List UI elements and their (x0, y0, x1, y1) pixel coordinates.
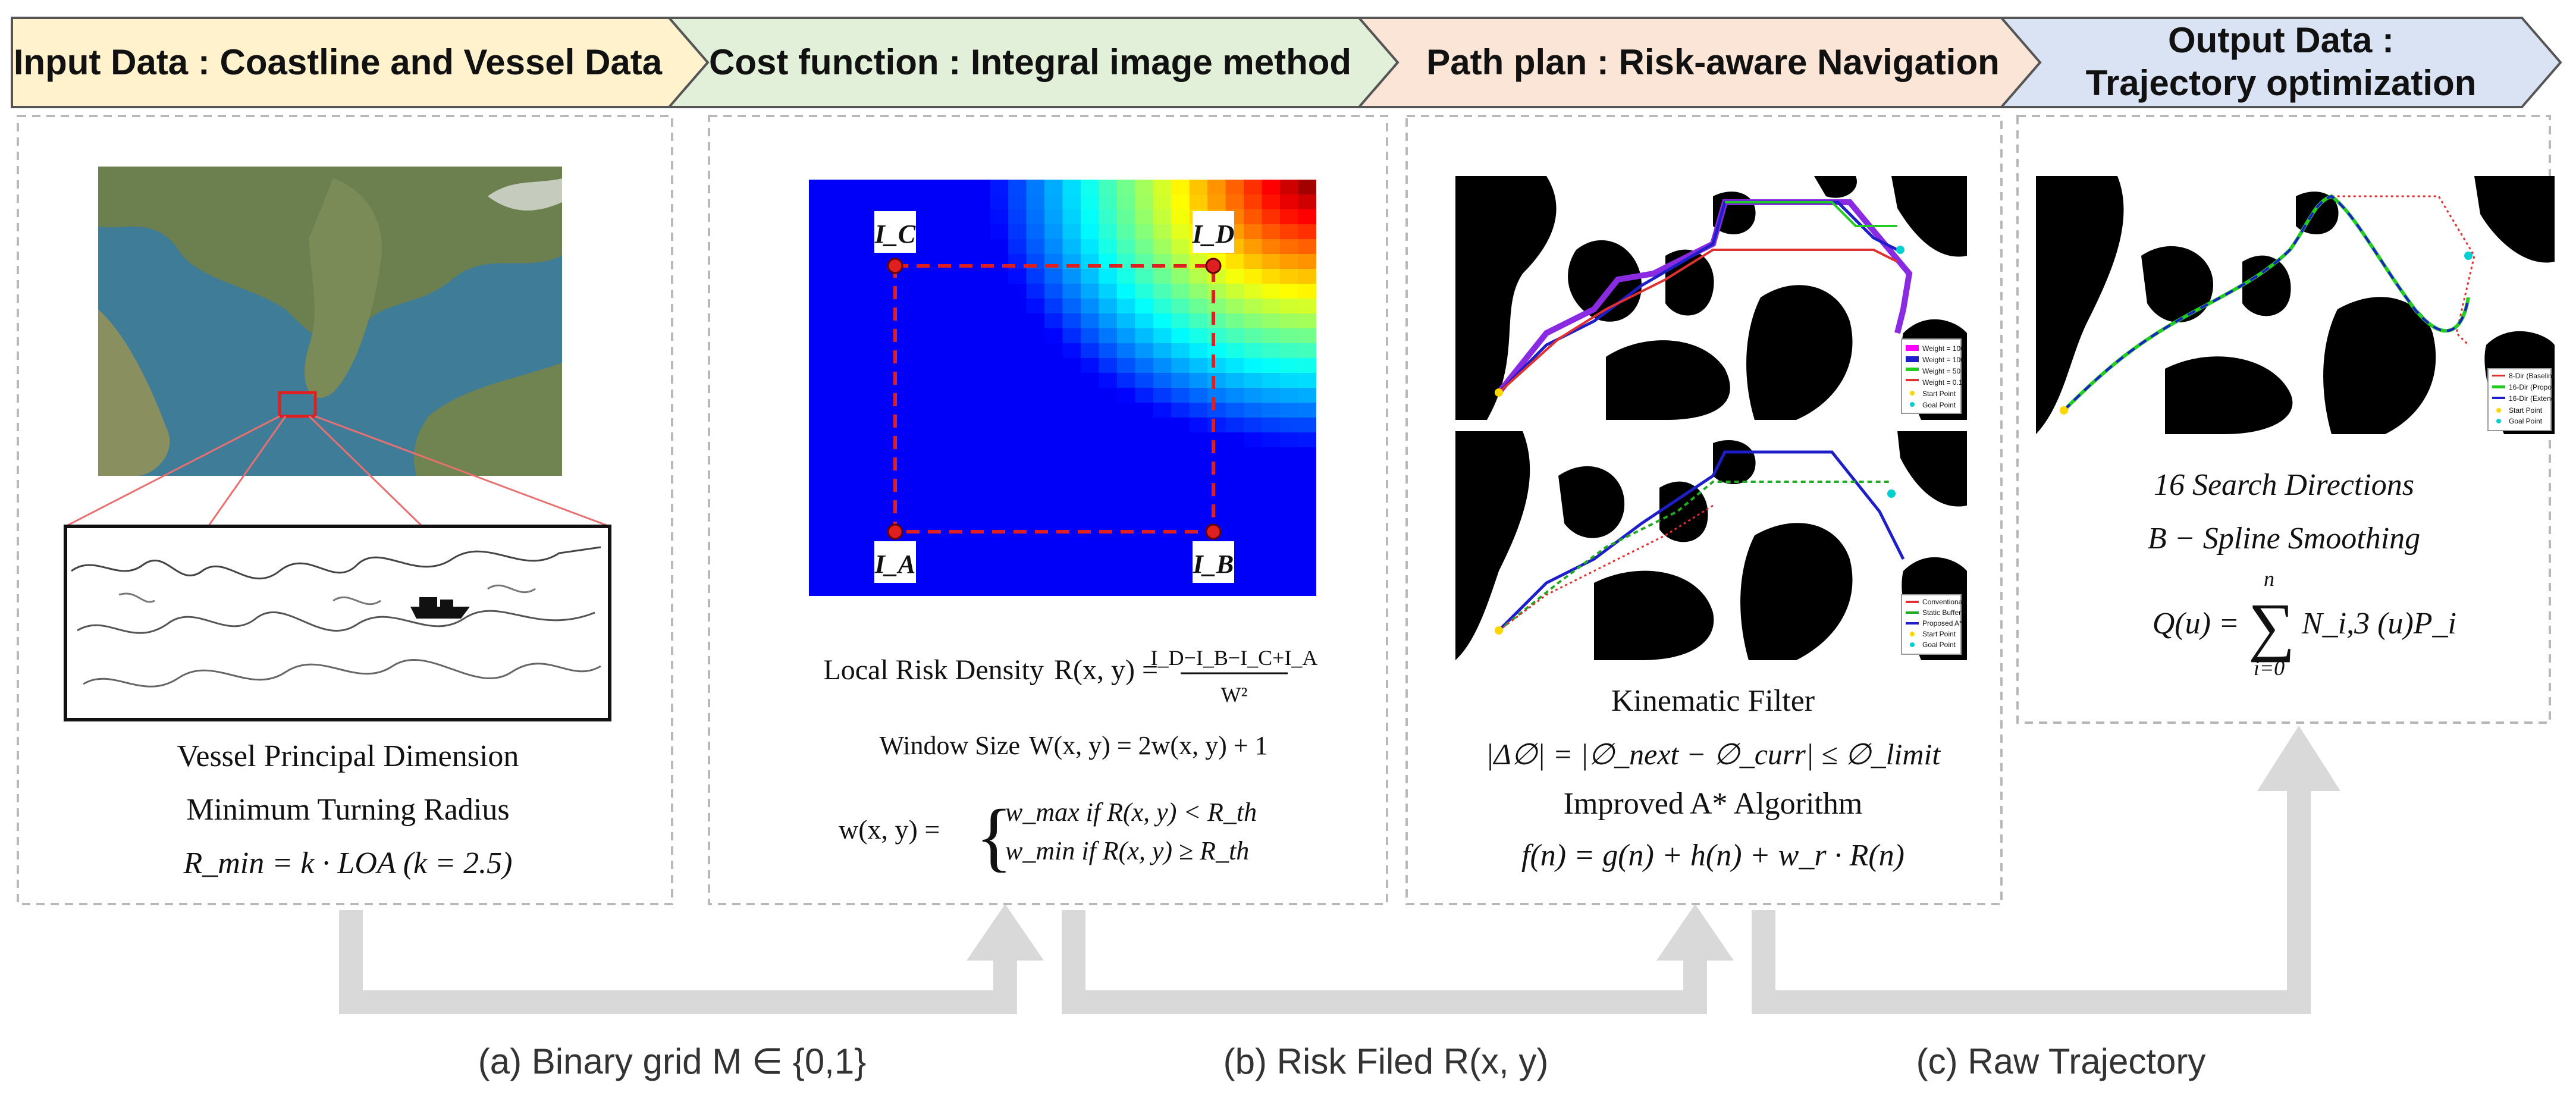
caption-binary-grid: (a) Binary grid M ∈ {0,1} (478, 1041, 867, 1081)
algorithm-comparison-plot: Conventional A* Static Buffer A* Propose… (1455, 431, 1973, 660)
risk-density-numerator: I_D−I_B−I_C+I_A (1151, 646, 1318, 670)
legend-top-5: Goal Point (1922, 401, 1956, 409)
cost-function-formula: f(n) = g(n) + h(n) + w_r · R(n) (1521, 839, 1904, 873)
corner-label-b: I_B (1193, 550, 1234, 579)
w-formula-case1: w_max if R(x, y) < R_th (1005, 798, 1257, 827)
panel-output-content: 8-Dir (Baseline) 16-Dir (Proposed) 16-Di… (2036, 176, 2565, 680)
caption-raw-trajectory: (c) Raw Trajectory (1916, 1041, 2206, 1081)
corner-point-a (887, 523, 903, 540)
coastline-binary-image (64, 525, 611, 721)
risk-density-denominator: W² (1221, 683, 1248, 707)
corner-label-d: I_D (1192, 219, 1235, 249)
zoom-line-right (315, 415, 610, 528)
legend-output-4: Goal Point (2509, 417, 2543, 425)
legend-bottom-4: Goal Point (1922, 641, 1956, 649)
weight-comparison-plot: Weight = 100 Weight = 100 Weight = 50 We… (1455, 176, 1967, 420)
zoom-line-mid2 (308, 415, 423, 528)
ship-icon (410, 597, 470, 619)
kinematic-filter-formula: |Δ∅| = |∅_next − ∅_curr| ≤ ∅_limit (1486, 738, 1941, 771)
window-size-formula: W(x, y) = 2w(x, y) + 1 (1029, 731, 1268, 760)
legend-bottom-2: Proposed A* (1922, 619, 1962, 627)
arrow-a (339, 910, 1017, 1014)
search-direction-plot: 8-Dir (Baseline) 16-Dir (Proposed) 16-Di… (2036, 176, 2565, 434)
q-formula-lhs: Q(u) = (2153, 607, 2239, 641)
legend-bottom-1: Static Buffer A* (1922, 608, 1971, 617)
legend-top-1: Weight = 100 (1922, 356, 1965, 364)
corner-point-c (887, 258, 903, 274)
legend-bottom-0: Conventional A* (1922, 598, 1973, 606)
q-formula-rhs: N_i,3 (u)P_i (2301, 607, 2456, 641)
header-output-data-line1: Output Data : (2168, 20, 2394, 60)
corner-point-b (1205, 523, 1222, 540)
legend-bottom-3: Start Point (1922, 630, 1956, 638)
legend-output-3: Start Point (2509, 406, 2543, 415)
q-formula-sum-top: n (2264, 567, 2274, 591)
arrow-c-head (2257, 726, 2340, 791)
legend-output-1: 16-Dir (Proposed) (2509, 383, 2565, 391)
zoom-line-mid1 (207, 416, 287, 527)
window-size-label: Window Size (879, 731, 1020, 760)
legend-output-0: 8-Dir (Baseline) (2509, 372, 2558, 380)
legend-top-2: Weight = 50 (1922, 367, 1960, 375)
panel-input-content: Vessel Principal Dimension Minimum Turni… (64, 167, 611, 880)
legend-top-3: Weight = 0.1 (1922, 378, 1963, 387)
risk-heatmap (809, 180, 1316, 596)
corner-label-a: I_A (874, 550, 915, 579)
svg-text:∑: ∑ (2248, 590, 2295, 663)
rmin-formula: R_min = k · LOA (k = 2.5) (183, 846, 512, 880)
bspline-label: B − Spline Smoothing (2148, 522, 2420, 556)
w-formula-lhs: w(x, y) = (839, 814, 940, 845)
legend-top-4: Start Point (1922, 390, 1956, 398)
arrow-b-head (1656, 904, 1734, 961)
arrow-b (1062, 910, 1707, 1014)
panel-cost-content: I_C I_D I_A I_B Local Risk Density R(x, … (809, 180, 1317, 880)
corner-label-c: I_C (874, 219, 916, 249)
satellite-map-image (98, 167, 562, 476)
svg-text:{: { (975, 794, 1012, 880)
risk-density-label: Local Risk Density (823, 654, 1044, 686)
zoom-line-left (65, 415, 280, 528)
integral-window-rect (893, 264, 1215, 534)
header-output-data (1998, 17, 2562, 108)
kinematic-filter-title: Kinematic Filter (1611, 684, 1815, 718)
legend-top-0: Weight = 100 (1922, 344, 1965, 353)
flow-arrows (339, 726, 2340, 1014)
w-formula-case2: w_min if R(x, y) ≥ R_th (1005, 836, 1249, 865)
stage-headers: Input Data : Coastline and Vessel Data C… (11, 17, 2562, 108)
turning-radius-label: Minimum Turning Radius (186, 793, 509, 827)
search-directions-label: 16 Search Directions (2154, 468, 2414, 502)
header-input-data-label: Input Data : Coastline and Vessel Data (14, 42, 663, 82)
caption-risk-field: (b) Risk Filed R(x, y) (1223, 1041, 1549, 1081)
risk-density-lhs: R(x, y) = (1054, 654, 1158, 686)
corner-point-d (1205, 258, 1222, 274)
q-formula-sum-bottom: i=0 (2254, 656, 2285, 680)
panel-path-content: Weight = 100 Weight = 100 Weight = 50 We… (1455, 176, 1973, 873)
header-path-plan-label: Path plan : Risk-aware Navigation (1426, 42, 2000, 82)
vessel-dimension-label: Vessel Principal Dimension (177, 739, 519, 773)
arrow-c (1752, 788, 2311, 1014)
legend-output-2: 16-Dir (Extended) (2509, 394, 2565, 403)
improved-astar-title: Improved A* Algorithm (1564, 787, 1863, 821)
header-cost-function-label: Cost function : Integral image method (709, 42, 1351, 82)
arrow-a-head (967, 904, 1044, 961)
header-output-data-line2: Trajectory optimization (2086, 63, 2477, 103)
